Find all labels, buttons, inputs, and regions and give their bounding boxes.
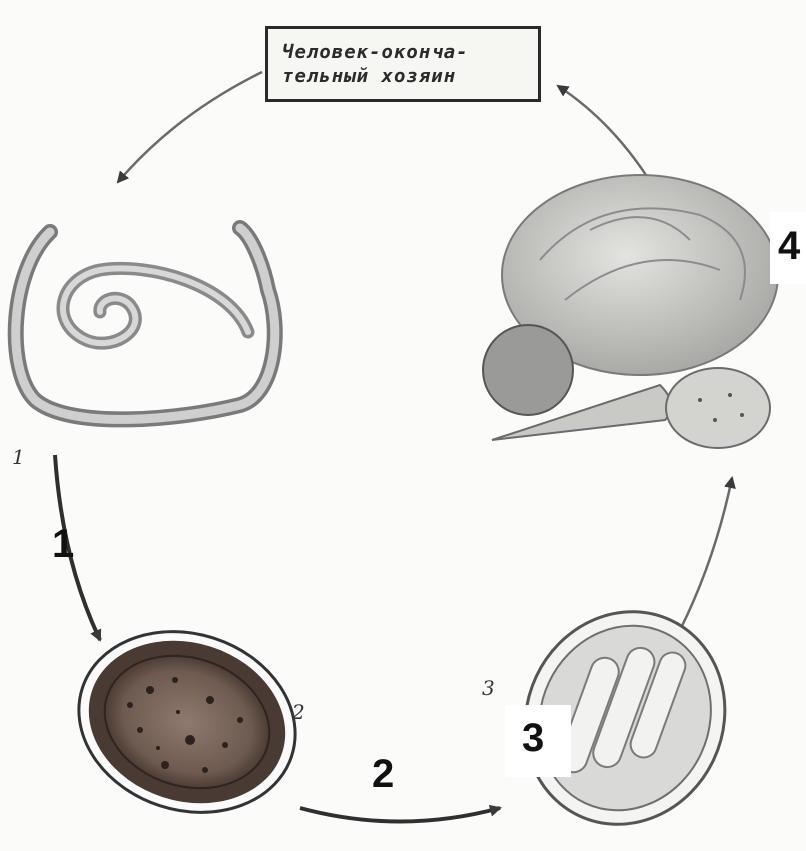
- arrow-larva-egg-to-vegetables: [680, 478, 732, 630]
- vegetables: [483, 175, 778, 448]
- title-box: Человек-оконча- тельный хозяин: [265, 26, 541, 102]
- figure-number-3: 3: [482, 676, 495, 700]
- adult-roundworm: [16, 228, 275, 419]
- arrow-title-to-worm: [118, 72, 262, 182]
- fertilized-egg: [55, 604, 319, 839]
- stage-label-3: 3: [522, 716, 544, 761]
- arrow-vegetables-to-title: [558, 86, 648, 178]
- figure-number-1: 1: [12, 445, 25, 469]
- stage-label-4: 4: [778, 224, 800, 269]
- figure-number-2: 2: [292, 700, 305, 724]
- stage-label-2: 2: [372, 752, 394, 797]
- stage-label-1: 1: [52, 522, 74, 567]
- arrow-egg-to-larva-egg: [300, 808, 500, 822]
- title-line-1: Человек-оконча-: [282, 40, 538, 64]
- title-line-2: тельный хозяин: [282, 64, 538, 88]
